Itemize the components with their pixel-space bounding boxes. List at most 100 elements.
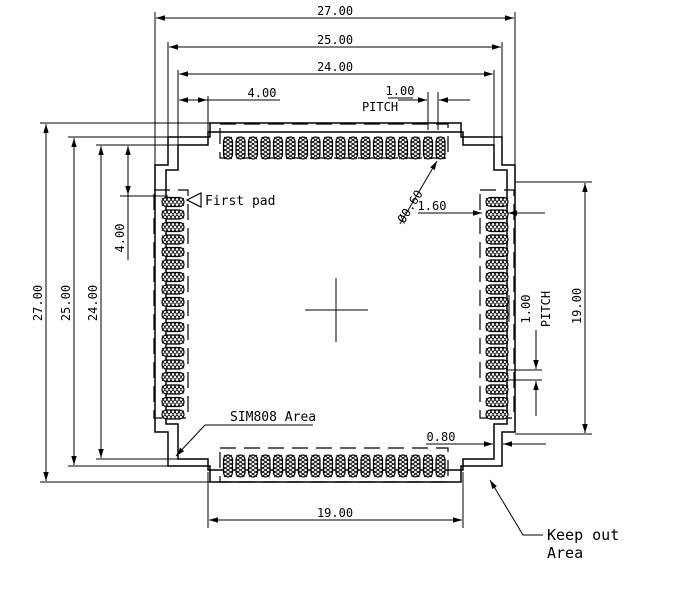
pad-right <box>485 371 509 383</box>
label-first-pad: First pad <box>205 194 275 209</box>
first-pad-marker-icon <box>185 192 202 208</box>
pad-right <box>485 259 509 270</box>
pad-top <box>260 136 271 160</box>
label-pad-span-bottom: 19.00 <box>317 506 353 520</box>
pad-bottom <box>410 454 421 478</box>
label-pad-span-right: 19.00 <box>570 288 584 324</box>
pad-bottom <box>247 454 259 478</box>
pad-top <box>422 136 434 160</box>
label-edge-offset-left: 4.00 <box>113 224 127 253</box>
label-pad-length: 1.60 <box>418 199 447 213</box>
label-edge-offset-top: 4.00 <box>248 86 277 100</box>
pad-top <box>335 136 346 160</box>
pad-left <box>161 296 185 308</box>
label-keepout-width: 25.00 <box>317 33 353 47</box>
pad-right <box>485 409 509 420</box>
pad-bottom <box>272 454 284 478</box>
pad-bottom <box>385 454 396 478</box>
pad-top <box>247 136 259 160</box>
pad-right <box>485 296 509 308</box>
pad-left <box>161 321 185 333</box>
pad-top <box>372 136 384 160</box>
pad-bottom <box>235 454 246 478</box>
pad-right <box>485 321 509 333</box>
pad-top <box>385 136 396 160</box>
pad-left <box>161 309 185 320</box>
label-overall-height: 27.00 <box>31 285 45 321</box>
pad-top <box>360 136 371 160</box>
pad-right <box>485 196 509 208</box>
pad-right <box>485 396 509 408</box>
pad-left <box>161 359 185 370</box>
pad-bottom <box>347 454 359 478</box>
pad-top <box>397 136 409 160</box>
pad-bottom <box>222 454 234 478</box>
leader-keepout <box>489 479 543 536</box>
label-pitch-top: PITCH <box>362 100 398 114</box>
pad-left <box>161 284 185 295</box>
pad-left <box>161 271 185 283</box>
pad-left <box>161 334 185 345</box>
bottom-pad-outline <box>219 447 449 483</box>
pad-top <box>310 136 321 160</box>
label-body-width: 24.00 <box>317 60 353 74</box>
pad-right <box>485 384 509 395</box>
pad-left <box>161 221 185 233</box>
pad-right <box>485 284 509 295</box>
pad-top <box>322 136 334 160</box>
leader-pad-diameter <box>399 160 438 225</box>
label-keepout-gap: 0.80 <box>427 430 456 444</box>
pad-left <box>161 234 185 245</box>
pad-top <box>285 136 296 160</box>
pad-bottom <box>285 454 296 478</box>
pad-left <box>161 196 185 208</box>
pad-bottom <box>260 454 271 478</box>
pad-left <box>161 259 185 270</box>
pad-group <box>161 136 509 478</box>
label-keepout-height: 25.00 <box>59 285 73 321</box>
keepout-outline <box>154 122 516 483</box>
pad-left <box>161 209 185 220</box>
pad-right <box>485 271 509 283</box>
label-keepout-line1: Keep out <box>547 526 619 544</box>
pad-right <box>485 221 509 233</box>
pad-right <box>485 346 509 358</box>
label-module-area: SIM808 Area <box>230 410 316 425</box>
pad-bottom <box>360 454 371 478</box>
pad-top <box>272 136 284 160</box>
pad-bottom <box>335 454 346 478</box>
pad-left <box>161 371 185 383</box>
label-body-height: 24.00 <box>86 285 100 321</box>
pad-top <box>235 136 246 160</box>
label-pitch-top-value: 1.00 <box>386 84 415 98</box>
label-overall-width: 27.00 <box>317 4 353 18</box>
pad-right <box>485 234 509 245</box>
pad-right <box>485 209 509 220</box>
pad-top <box>222 136 234 160</box>
pad-bottom <box>397 454 409 478</box>
pad-left <box>161 409 185 420</box>
pad-bottom <box>422 454 434 478</box>
pad-bottom <box>322 454 334 478</box>
top-pad-outline <box>219 123 449 159</box>
pad-left <box>161 396 185 408</box>
pad-right <box>485 309 509 320</box>
pad-bottom <box>297 454 309 478</box>
pad-top <box>347 136 359 160</box>
pad-top <box>410 136 421 160</box>
pad-top <box>435 136 446 160</box>
extension-lines <box>40 12 592 528</box>
pad-bottom <box>435 454 446 478</box>
pad-left <box>161 346 185 358</box>
pad-right <box>485 246 509 258</box>
pad-bottom <box>310 454 321 478</box>
pad-right <box>485 334 509 345</box>
label-pitch-right: PITCH <box>539 291 553 327</box>
pad-bottom <box>372 454 384 478</box>
label-pitch-right-value: 1.00 <box>519 295 533 324</box>
pad-left <box>161 384 185 395</box>
label-keepout-line2: Area <box>547 544 583 562</box>
leader-module-area-arrow <box>175 424 206 457</box>
pad-top <box>297 136 309 160</box>
